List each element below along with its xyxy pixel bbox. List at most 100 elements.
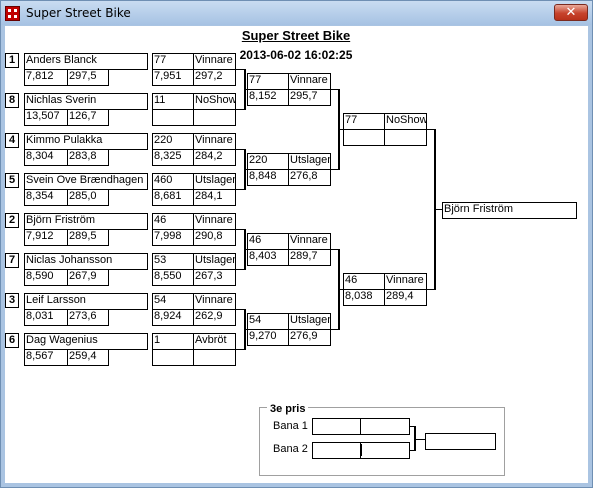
heat1-1-mph[interactable]: 297,2 — [193, 69, 236, 86]
title-bar[interactable]: Super Street Bike ✕ — [1, 1, 592, 25]
semi-2-result[interactable]: Vinnare — [384, 273, 427, 290]
rider-reaction[interactable]: 8,304 — [24, 149, 68, 166]
heat1-3-et[interactable]: 8,325 — [152, 149, 194, 166]
heat2-1-mph[interactable]: 295,7 — [288, 89, 331, 106]
heat2-4-number[interactable]: 54 — [247, 313, 289, 330]
heat1-8-et[interactable] — [152, 349, 194, 366]
heat1-5-result[interactable]: Vinnare — [193, 213, 236, 230]
third-lane-1-no[interactable] — [312, 418, 361, 435]
third-lane-2-no[interactable] — [312, 442, 361, 459]
rider-name[interactable]: Kimmo Pulakka — [24, 133, 148, 150]
semi-1-number[interactable]: 77 — [343, 113, 385, 130]
heat1-2-result[interactable]: NoShow — [193, 93, 236, 110]
connector-line — [331, 249, 339, 250]
rider-speed[interactable]: 289,5 — [67, 229, 109, 246]
rider-speed[interactable]: 297,5 — [67, 69, 109, 86]
heat1-2-et[interactable] — [152, 109, 194, 126]
heat1-4-result[interactable]: Utslagen — [193, 173, 236, 190]
heat1-2-number[interactable]: 11 — [152, 93, 194, 110]
heat2-1-result[interactable]: Vinnare — [288, 73, 331, 90]
heat2-1-et[interactable]: 8,152 — [247, 89, 289, 106]
semi-1-result[interactable]: NoShow — [384, 113, 427, 130]
connector-line — [245, 249, 247, 250]
heat1-5-number[interactable]: 46 — [152, 213, 194, 230]
heat1-6-et[interactable]: 8,550 — [152, 269, 194, 286]
connector-line — [236, 109, 245, 110]
heat1-6-number[interactable]: 53 — [152, 253, 194, 270]
final-winner[interactable]: Björn Friström — [442, 202, 577, 219]
connector-line — [236, 349, 245, 350]
heat1-5-et[interactable]: 7,998 — [152, 229, 194, 246]
rider-speed[interactable]: 126,7 — [67, 109, 109, 126]
third-place-winner[interactable] — [425, 433, 496, 450]
semi-1-mph[interactable] — [384, 129, 427, 146]
heat1-3-number[interactable]: 220 — [152, 133, 194, 150]
seed-number: 2 — [5, 213, 19, 228]
heat2-2-number[interactable]: 220 — [247, 153, 289, 170]
heat1-8-mph[interactable] — [193, 349, 236, 366]
heat2-4-mph[interactable]: 276,9 — [288, 329, 331, 346]
semi-1-et[interactable] — [343, 129, 385, 146]
semi-2-et[interactable]: 8,038 — [343, 289, 385, 306]
heat2-3-et[interactable]: 8,403 — [247, 249, 289, 266]
rider-name[interactable]: Dag Wagenius — [24, 333, 148, 350]
seed-number: 1 — [5, 53, 19, 68]
heat1-4-number[interactable]: 460 — [152, 173, 194, 190]
heat1-7-et[interactable]: 8,924 — [152, 309, 194, 326]
rider-name[interactable]: Leif Larsson — [24, 293, 148, 310]
heat1-1-et[interactable]: 7,951 — [152, 69, 194, 86]
heat1-7-result[interactable]: Vinnare — [193, 293, 236, 310]
heat1-1-result[interactable]: Vinnare — [193, 53, 236, 70]
heat1-8-result[interactable]: Avbröt — [193, 333, 236, 350]
rider-speed[interactable]: 267,9 — [67, 269, 109, 286]
heat1-4-et[interactable]: 8,681 — [152, 189, 194, 206]
heat2-2-et[interactable]: 8,848 — [247, 169, 289, 186]
rider-reaction[interactable]: 7,812 — [24, 69, 68, 86]
heat1-3-mph[interactable]: 284,2 — [193, 149, 236, 166]
rider-speed[interactable]: 283,8 — [67, 149, 109, 166]
heat1-4-mph[interactable]: 284,1 — [193, 189, 236, 206]
heat1-7-number[interactable]: 54 — [152, 293, 194, 310]
heat1-8-number[interactable]: 1 — [152, 333, 194, 350]
heat2-2-result[interactable]: Utslagen — [288, 153, 331, 170]
rider-reaction[interactable]: 7,912 — [24, 229, 68, 246]
rider-name[interactable]: Niclas Johansson — [24, 253, 148, 270]
heat1-1-number[interactable]: 77 — [152, 53, 194, 70]
rider-name[interactable]: Björn Friström — [24, 213, 148, 230]
heat2-3-number[interactable]: 46 — [247, 233, 289, 250]
heat2-3-mph[interactable]: 289,7 — [288, 249, 331, 266]
heat1-7-mph[interactable]: 262,9 — [193, 309, 236, 326]
close-button[interactable]: ✕ — [554, 4, 588, 21]
semi-2-mph[interactable]: 289,4 — [384, 289, 427, 306]
heat2-4-et[interactable]: 9,270 — [247, 329, 289, 346]
connector-line — [236, 69, 245, 70]
heat1-3-result[interactable]: Vinnare — [193, 133, 236, 150]
text-caret — [361, 444, 362, 456]
heat2-4-result[interactable]: Utslagen — [288, 313, 331, 330]
rider-reaction[interactable]: 8,590 — [24, 269, 68, 286]
heat2-1-number[interactable]: 77 — [247, 73, 289, 90]
third-lane-1-result[interactable] — [360, 418, 410, 435]
rider-reaction[interactable]: 8,354 — [24, 189, 68, 206]
heat1-5-mph[interactable]: 290,8 — [193, 229, 236, 246]
heat2-2-mph[interactable]: 276,8 — [288, 169, 331, 186]
heat1-2-mph[interactable] — [193, 109, 236, 126]
connector-line — [331, 169, 339, 170]
rider-reaction[interactable]: 13,507 — [24, 109, 68, 126]
rider-reaction[interactable]: 8,031 — [24, 309, 68, 326]
rider-speed[interactable]: 259,4 — [67, 349, 109, 366]
rider-name[interactable]: Nichlas Sverin — [24, 93, 148, 110]
connector-line — [236, 149, 245, 150]
third-lane-2-result[interactable] — [360, 442, 410, 459]
rider-name[interactable]: Svein Ove Brændhagen — [24, 173, 148, 190]
rider-speed[interactable]: 273,6 — [67, 309, 109, 326]
rider-speed[interactable]: 285,0 — [67, 189, 109, 206]
rider-reaction[interactable]: 8,567 — [24, 349, 68, 366]
rider-name[interactable]: Anders Blanck — [24, 53, 148, 70]
lane-1-label: Bana 1 — [273, 420, 308, 432]
heat1-6-mph[interactable]: 267,3 — [193, 269, 236, 286]
heat2-3-result[interactable]: Vinnare — [288, 233, 331, 250]
heat1-6-result[interactable]: Utslagen — [193, 253, 236, 270]
semi-2-number[interactable]: 46 — [343, 273, 385, 290]
